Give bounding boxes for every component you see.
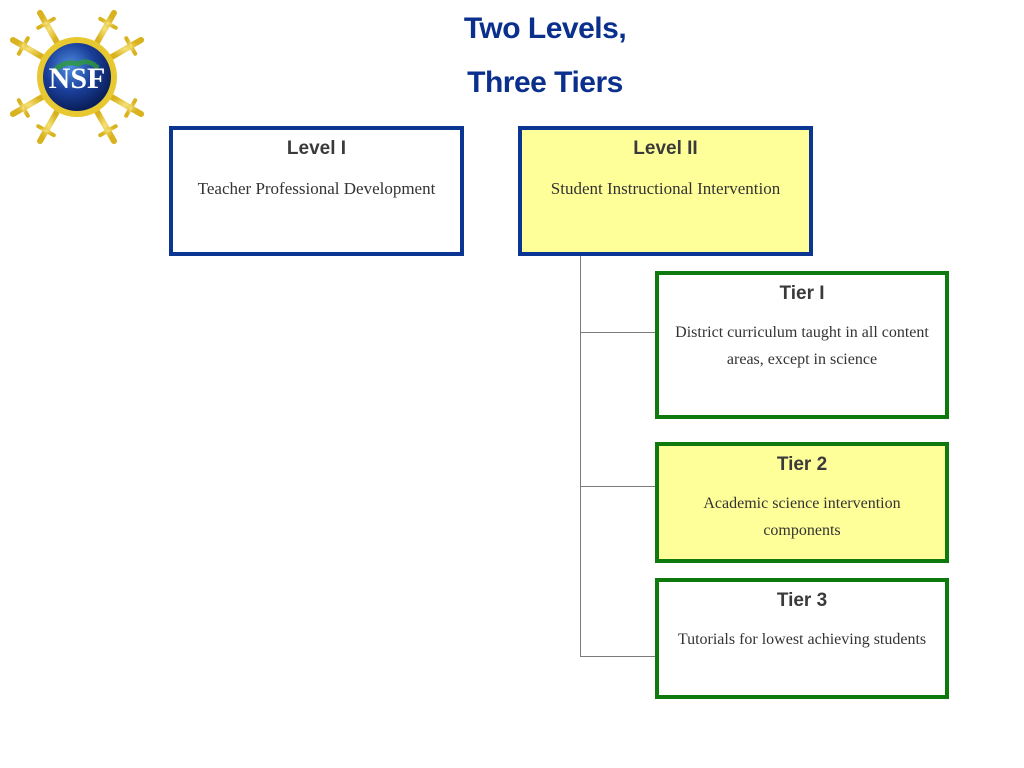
level-1-description: Teacher Professional Development [197,179,436,198]
sun-ray [9,93,48,117]
tier-1-heading: Tier I [779,283,825,304]
tier-2-box: Tier 2 Academic science intervention com… [655,442,949,563]
sun-ray-arm [36,124,56,138]
level-2-heading: Level II [633,138,698,159]
sun-ray [37,9,61,48]
sun-ray [37,106,61,145]
sun-ray-arm [36,16,56,30]
page-title-line-1: Two Levels, [463,12,627,45]
sun-ray [93,9,117,48]
tier-1-connector [580,332,655,333]
nsf-logo: NSF [0,0,156,156]
tier-3-box: Tier 3 Tutorials for lowest achieving st… [655,578,949,699]
sun-ray-arm [16,36,30,56]
tier-1-description: District curriculum taught in all conten… [675,324,929,368]
tier-3-connector [580,656,655,657]
tier-connector-trunk [580,256,581,657]
level-1-heading: Level I [286,138,347,159]
tier-1-box: Tier I District curriculum taught in all… [655,271,949,419]
sun-ray-arm [124,98,138,118]
tier-2-heading: Tier 2 [776,454,828,475]
sun-ray [106,93,145,117]
nsf-logo-text: NSF [49,62,106,95]
sun-ray-arm [98,16,118,30]
sun-ray-arm [124,36,138,56]
level-1-box: Level I Teacher Professional Development [169,126,464,256]
level-2-description: Student Instructional Intervention [550,179,781,198]
level-2-box: Level II Student Instructional Intervent… [518,126,813,256]
tier-2-connector [580,486,655,487]
tier-2-description: Academic science intervention components [703,495,901,539]
sun-ray [106,37,145,61]
tier-3-heading: Tier 3 [776,590,828,611]
sun-ray [93,106,117,145]
sun-ray [9,37,48,61]
sun-ray-arm [16,98,30,118]
page-title-line-2: Three Tiers [467,66,623,99]
sun-ray-arm [98,124,118,138]
tier-3-description: Tutorials for lowest achieving students [677,631,927,648]
nsf-logo-graphic: NSF [0,0,154,154]
